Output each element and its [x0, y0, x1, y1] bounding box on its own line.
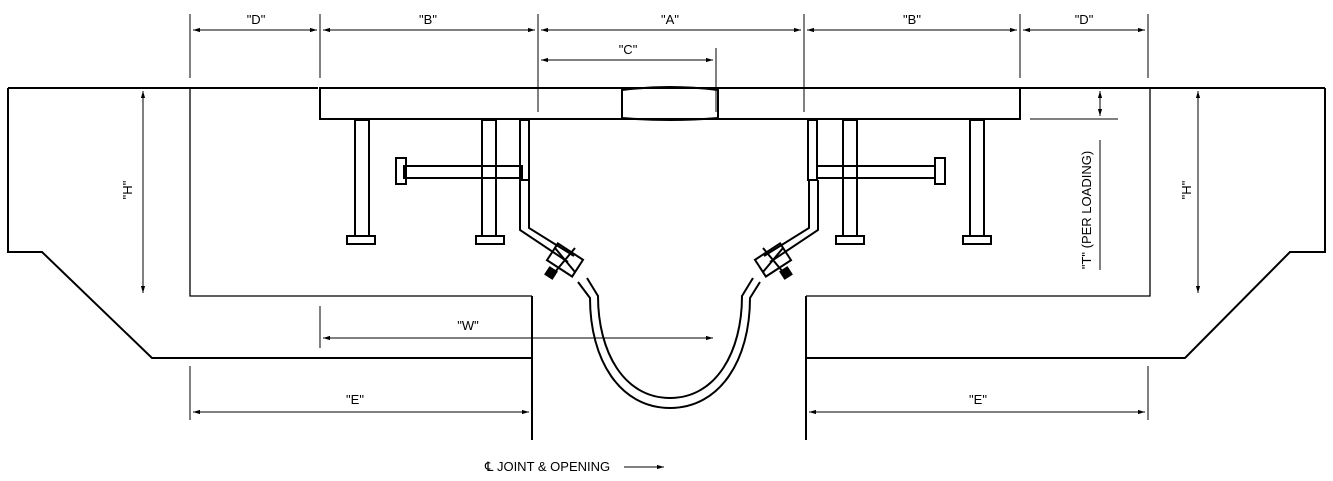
left-anchor-assembly	[346, 119, 530, 245]
centerline-note: ℄ JOINT & OPENING	[484, 459, 664, 474]
vertical-dimensions: "H" "H" "T" (PER LOADING)	[120, 91, 1201, 293]
right-deck	[805, 87, 1326, 440]
w-dimension: "W"	[319, 306, 713, 348]
cover-plate	[319, 86, 1021, 121]
left-deck	[7, 87, 533, 440]
dim-b-left-label: "B"	[419, 12, 437, 27]
dim-t-label: "T" (PER LOADING)	[1079, 151, 1094, 269]
dim-d-right-label: "D"	[1075, 12, 1094, 27]
dim-h-right-label: "H"	[1179, 180, 1194, 199]
dim-h-left-label: "H"	[120, 180, 135, 199]
dim-c-label: "C"	[619, 42, 638, 57]
right-anchor-assembly	[807, 119, 992, 245]
dim-w-label: "W"	[457, 318, 479, 333]
dim-a-label: "A"	[661, 12, 679, 27]
top-dimensions: "D" "B" "A" "B" "D" "C"	[189, 12, 1149, 112]
dim-e-right-label: "E"	[969, 392, 987, 407]
dim-b-right-label: "B"	[903, 12, 921, 27]
centerline-label: ℄ JOINT & OPENING	[484, 459, 610, 474]
strip-seal	[519, 180, 819, 410]
e-dimensions: "E" "E"	[189, 366, 1149, 420]
dim-d-left-label: "D"	[247, 12, 266, 27]
dim-e-left-label: "E"	[346, 392, 364, 407]
